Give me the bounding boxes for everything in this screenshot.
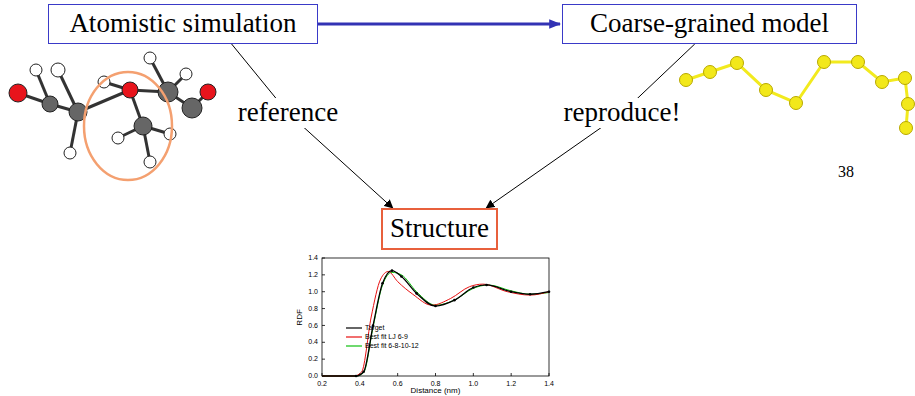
axis-title: RDF [296, 309, 305, 325]
comparison-arrow [486, 44, 694, 208]
rdf-curve [322, 271, 549, 376]
atom [42, 96, 58, 112]
tick-label: 1.0 [468, 380, 478, 388]
bead [704, 66, 717, 79]
axis-title: Distance (nm) [411, 387, 461, 396]
tick-label: 0.2 [317, 380, 327, 388]
bead [731, 57, 744, 70]
data-marker [434, 305, 437, 308]
data-marker [548, 290, 551, 293]
comparison-arrow [232, 44, 393, 208]
method-box: Atomistic simulation [48, 4, 318, 44]
bead [902, 98, 915, 111]
data-marker [381, 282, 384, 285]
data-marker [391, 269, 394, 272]
rdf-curve [322, 272, 549, 376]
data-marker [415, 292, 418, 295]
box-title: Structure [390, 214, 489, 244]
tick-label: 0.4 [355, 380, 365, 388]
data-marker [453, 299, 456, 302]
box-title: Coarse-grained model [590, 9, 829, 39]
tick [322, 274, 325, 275]
page-number: 38 [838, 163, 854, 181]
tick-label: 0.2 [308, 355, 318, 363]
box-title: Atomistic simulation [69, 9, 296, 39]
tick-label: 1.4 [308, 254, 318, 262]
plot-frame [322, 258, 549, 376]
rdf-chart [322, 258, 550, 377]
tick-label: 0.8 [308, 305, 318, 313]
data-marker [362, 370, 365, 373]
result-box: Structure [381, 208, 498, 250]
tick [322, 258, 325, 259]
tick-label: 0.0 [308, 372, 318, 380]
tick-label: 0.4 [308, 338, 318, 346]
tick [473, 373, 474, 376]
tick [322, 342, 325, 343]
atom [64, 147, 76, 159]
tick [549, 373, 550, 376]
data-marker [472, 286, 475, 289]
tick [322, 308, 325, 309]
method-box: Coarse-grained model [562, 4, 857, 44]
bead [899, 72, 912, 85]
tick [511, 373, 512, 376]
atom [200, 84, 216, 100]
atom [180, 68, 192, 80]
atom [112, 132, 124, 144]
legend-sample [346, 345, 362, 346]
atom [30, 64, 42, 76]
atom [9, 84, 27, 102]
bead [852, 56, 865, 69]
legend-text: Best fit 6-8-10-12 [365, 342, 419, 350]
bead [790, 97, 803, 110]
legend-text: Best fit LJ 6-9 [365, 333, 408, 341]
data-marker [355, 375, 358, 378]
atom [144, 156, 156, 168]
tick [397, 373, 398, 376]
atom [144, 52, 156, 64]
coarse-graining-arrow [318, 23, 560, 26]
tick [322, 325, 325, 326]
bead [818, 56, 831, 69]
data-marker [510, 290, 513, 293]
bead [760, 84, 773, 97]
atomistic-molecule [9, 52, 216, 180]
mapping-circle [84, 72, 172, 180]
tick-label: 1.0 [308, 288, 318, 296]
tick [435, 373, 436, 376]
bead [876, 76, 889, 89]
tick [322, 359, 325, 360]
bead [900, 122, 913, 135]
tick [322, 291, 325, 292]
edge-label: reproduce! [561, 98, 684, 128]
data-marker [529, 293, 532, 296]
atom [51, 63, 65, 77]
tick-label: 1.4 [544, 380, 554, 388]
atom [122, 82, 138, 98]
atom [182, 98, 202, 118]
legend-sample [346, 327, 362, 328]
tick-label: 0.6 [393, 380, 403, 388]
connector-layer [232, 24, 695, 208]
bead [680, 74, 693, 87]
atom [134, 117, 152, 135]
legend-sample [346, 336, 362, 337]
rdf-curve [322, 271, 549, 376]
tick-label: 1.2 [308, 271, 318, 279]
legend-text: Target [365, 324, 384, 332]
tick-label: 1.2 [506, 380, 516, 388]
tick-label: 0.8 [431, 380, 441, 388]
tick-label: 0.6 [308, 322, 318, 330]
bead-chain [680, 56, 915, 135]
data-marker [485, 284, 488, 287]
edge-label: reference [235, 98, 341, 128]
bead-bond [686, 62, 908, 128]
data-marker [400, 275, 403, 278]
